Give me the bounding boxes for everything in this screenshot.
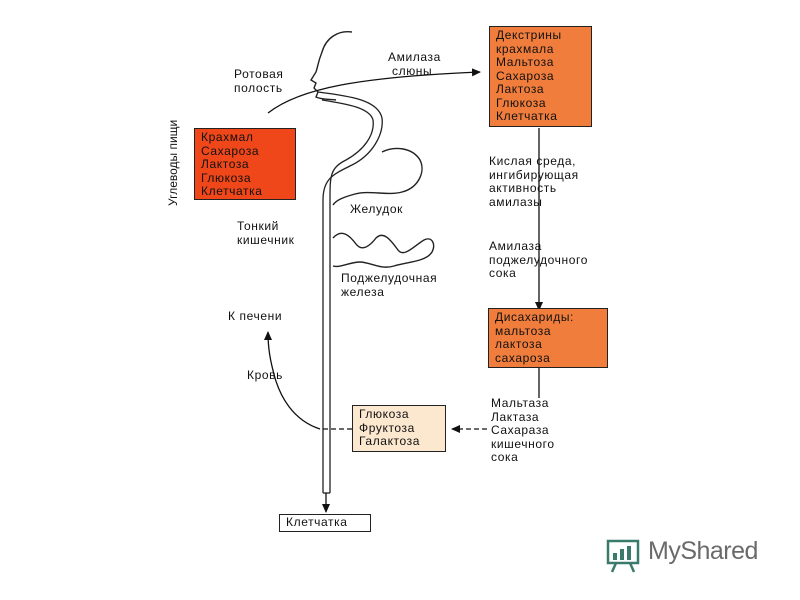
label-to-liver: К печени [228, 309, 283, 323]
label-oral-cavity: Ротовая полость [234, 67, 284, 95]
box-monosaccharides: Глюкоза Фруктоза Галактоза [352, 405, 446, 452]
label-acid-environment: Кислая среда, ингибирующая активность ам… [489, 154, 579, 209]
label-pancreas: Поджелудочная железа [341, 271, 438, 299]
label-intestinal-enzymes: Мальтаза Лактаза Сахараза кишечного сока [491, 396, 555, 464]
box-food-carbohydrates: Крахмал Сахароза Лактоза Глюкоза Клетчат… [194, 128, 296, 200]
esophagus-inner [321, 99, 374, 260]
box-dextrins: Декстрины крахмала Мальтоза Сахароза Лак… [489, 26, 592, 127]
label-food-carbs: Углеводы пищи [166, 119, 180, 206]
pancreas-outline [332, 232, 435, 268]
watermark-brand: MyShared [648, 537, 758, 566]
box-disaccharides: Дисахариды: мальтоза лактоза сахароза [488, 308, 608, 368]
box-fiber: Клетчатка [279, 514, 371, 532]
head-profile [310, 31, 353, 101]
label-small-intestine: Тонкий кишечник [237, 219, 295, 247]
presentation-board-icon [606, 539, 640, 573]
label-salivary-amylase: Амилаза слюны [388, 50, 441, 78]
esophagus [317, 91, 383, 260]
watermark-text: MyShared [648, 537, 758, 565]
arrow-blood-to-liver [264, 331, 321, 430]
label-stomach: Желудок [350, 202, 403, 216]
label-pancreatic-amylase: Амилаза поджелудочного сока [489, 239, 588, 280]
label-blood: Кровь [247, 368, 283, 382]
arrow-salivary-amylase [267, 68, 481, 114]
stomach-outline [332, 147, 423, 206]
